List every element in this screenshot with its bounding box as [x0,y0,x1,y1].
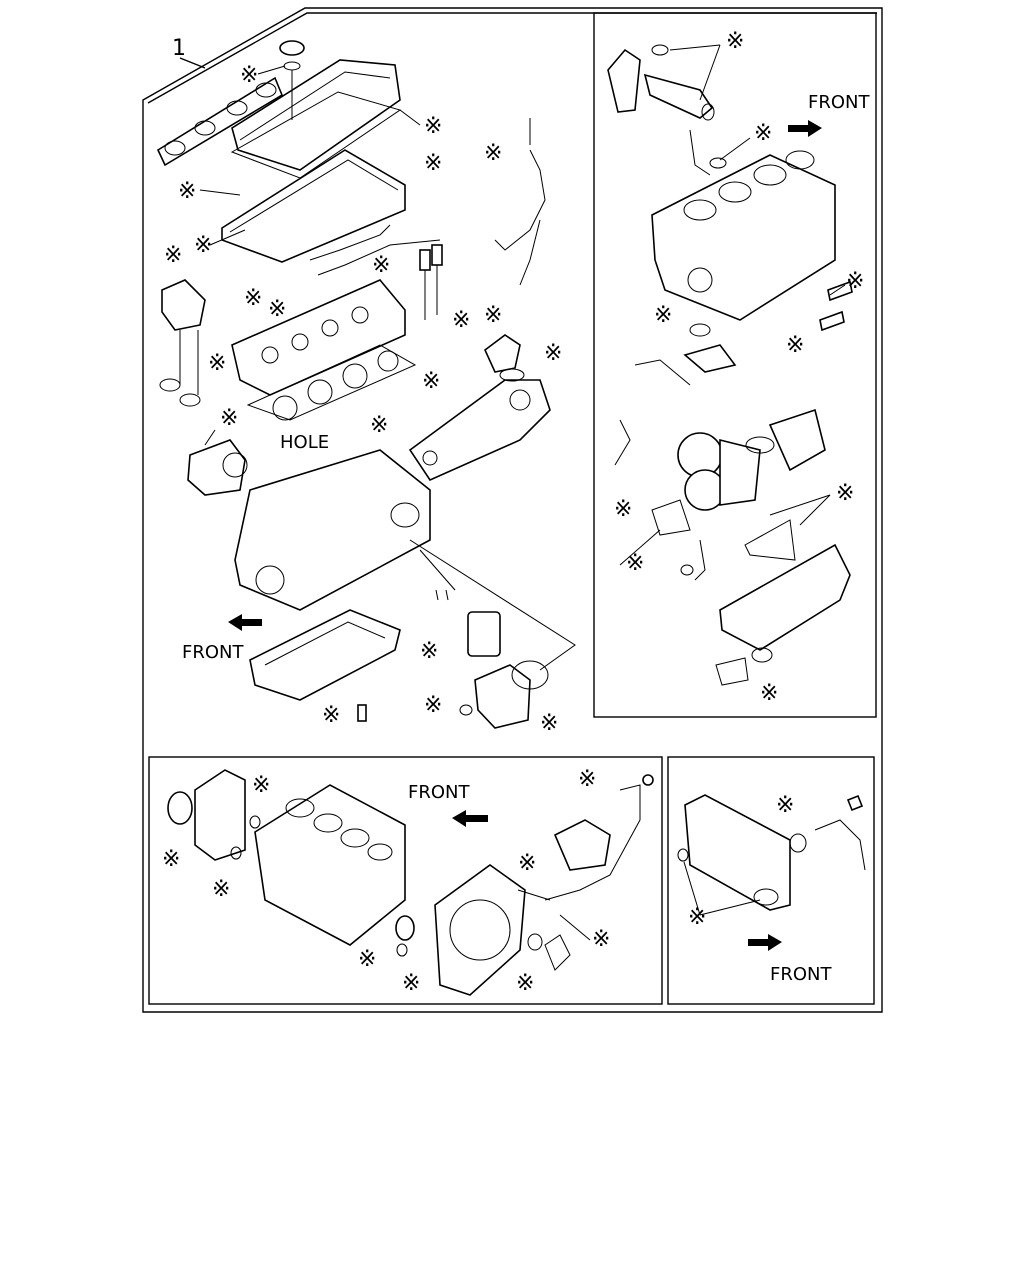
marker-symbol: ※ [452,308,470,333]
marker-symbol: ※ [726,29,744,54]
marker-symbol: ※ [420,639,438,664]
marker-symbol: ※ [516,971,534,996]
main-markers: ※ ※ ※ ※ ※ ※ ※ ※ ※ ※ ※ ※ ※ ※ ※ ※ ※ ※ ※ ※ … [164,63,562,736]
cylinder-block-tr [651,150,853,332]
vacuum-pump [544,774,654,901]
marker-symbol: ※ [846,269,864,294]
front-arrow-bottom-right [748,934,782,951]
bottom-right-markers: ※ ※ [688,793,794,930]
turbocharger [614,359,826,511]
callout-number: 1 [172,36,186,61]
cylinder-block-bl [254,784,406,946]
marker-symbol: ※ [268,297,286,322]
front-label-main: FRONT [182,642,244,663]
marker-symbol: ※ [614,497,632,522]
top-right-panel [593,12,877,718]
marker-symbol: ※ [240,63,258,88]
hole-label: HOLE [280,432,329,453]
front-arrow-top-right [788,120,822,137]
turbo-gaskets [651,499,796,581]
front-arrow-bottom-middle [452,810,488,827]
marker-symbol: ※ [252,773,270,798]
marker-symbol: ※ [484,303,502,328]
marker-symbol: ※ [776,793,794,818]
front-arrow-main [228,614,262,631]
marker-symbol: ※ [194,233,212,258]
marker-symbol: ※ [484,141,502,166]
timing-cover [167,769,261,861]
marker-symbol: ※ [540,711,558,736]
injector-pipes [309,224,443,320]
bottom-left-panel [148,756,663,1005]
oil-cooler [677,794,866,911]
flywheel-housing [395,864,571,996]
marker-symbol: ※ [688,905,706,930]
marker-symbol: ※ [754,121,772,146]
marker-symbol: ※ [422,369,440,394]
marker-symbol: ※ [370,413,388,438]
front-label-bottom-middle: FRONT [408,782,470,803]
marker-symbol: ※ [626,551,644,576]
marker-symbol: ※ [358,947,376,972]
marker-symbol: ※ [592,927,610,952]
marker-symbol: ※ [220,406,238,431]
exhaust-manifold-tr [715,543,851,686]
top-right-markers: ※ ※ ※ ※ ※ ※ ※ ※ ※ [614,29,864,706]
oil-pan [249,609,401,722]
marker-symbol: ※ [424,693,442,718]
thermostat-housing [159,279,206,407]
oil-return-pipe [683,323,737,373]
bottom-right-panel [667,756,875,1005]
marker-symbol: ※ [544,341,562,366]
bottom-left-markers: ※ ※ ※ ※ ※ ※ ※ ※ ※ [162,767,610,996]
marker-symbol: ※ [164,243,182,268]
exhaust-manifold [408,379,551,482]
marker-symbol: ※ [208,351,226,376]
marker-symbol: ※ [836,481,854,506]
marker-symbol: ※ [424,151,442,176]
water-pump [187,429,248,496]
marker-symbol: ※ [162,847,180,872]
marker-symbol: ※ [372,253,390,278]
marker-symbol: ※ [578,767,596,792]
marker-symbol: ※ [654,303,672,328]
front-label-top-right: FRONT [808,92,870,113]
marker-symbol: ※ [212,877,230,902]
cylinder-block [234,449,431,611]
oil-filter-assembly [435,589,549,729]
egr-cooler-assembly [607,44,727,176]
rocker-housing [221,149,406,263]
marker-symbol: ※ [322,703,340,728]
marker-symbol: ※ [402,971,420,996]
cylinder-head [231,279,406,396]
cylinder-head-cover [231,40,401,171]
marker-symbol: ※ [760,681,778,706]
marker-symbol: ※ [244,286,262,311]
glow-plug-harness [494,118,546,286]
marker-symbol: ※ [518,851,536,876]
marker-symbol: ※ [786,333,804,358]
marker-symbol: ※ [424,114,442,139]
front-label-bottom-right: FRONT [770,964,832,985]
marker-symbol: ※ [178,179,196,204]
head-gasket [246,344,417,421]
intake-manifold-gasket [156,76,284,167]
egr-valve [484,334,525,382]
leader-lines [199,44,846,941]
